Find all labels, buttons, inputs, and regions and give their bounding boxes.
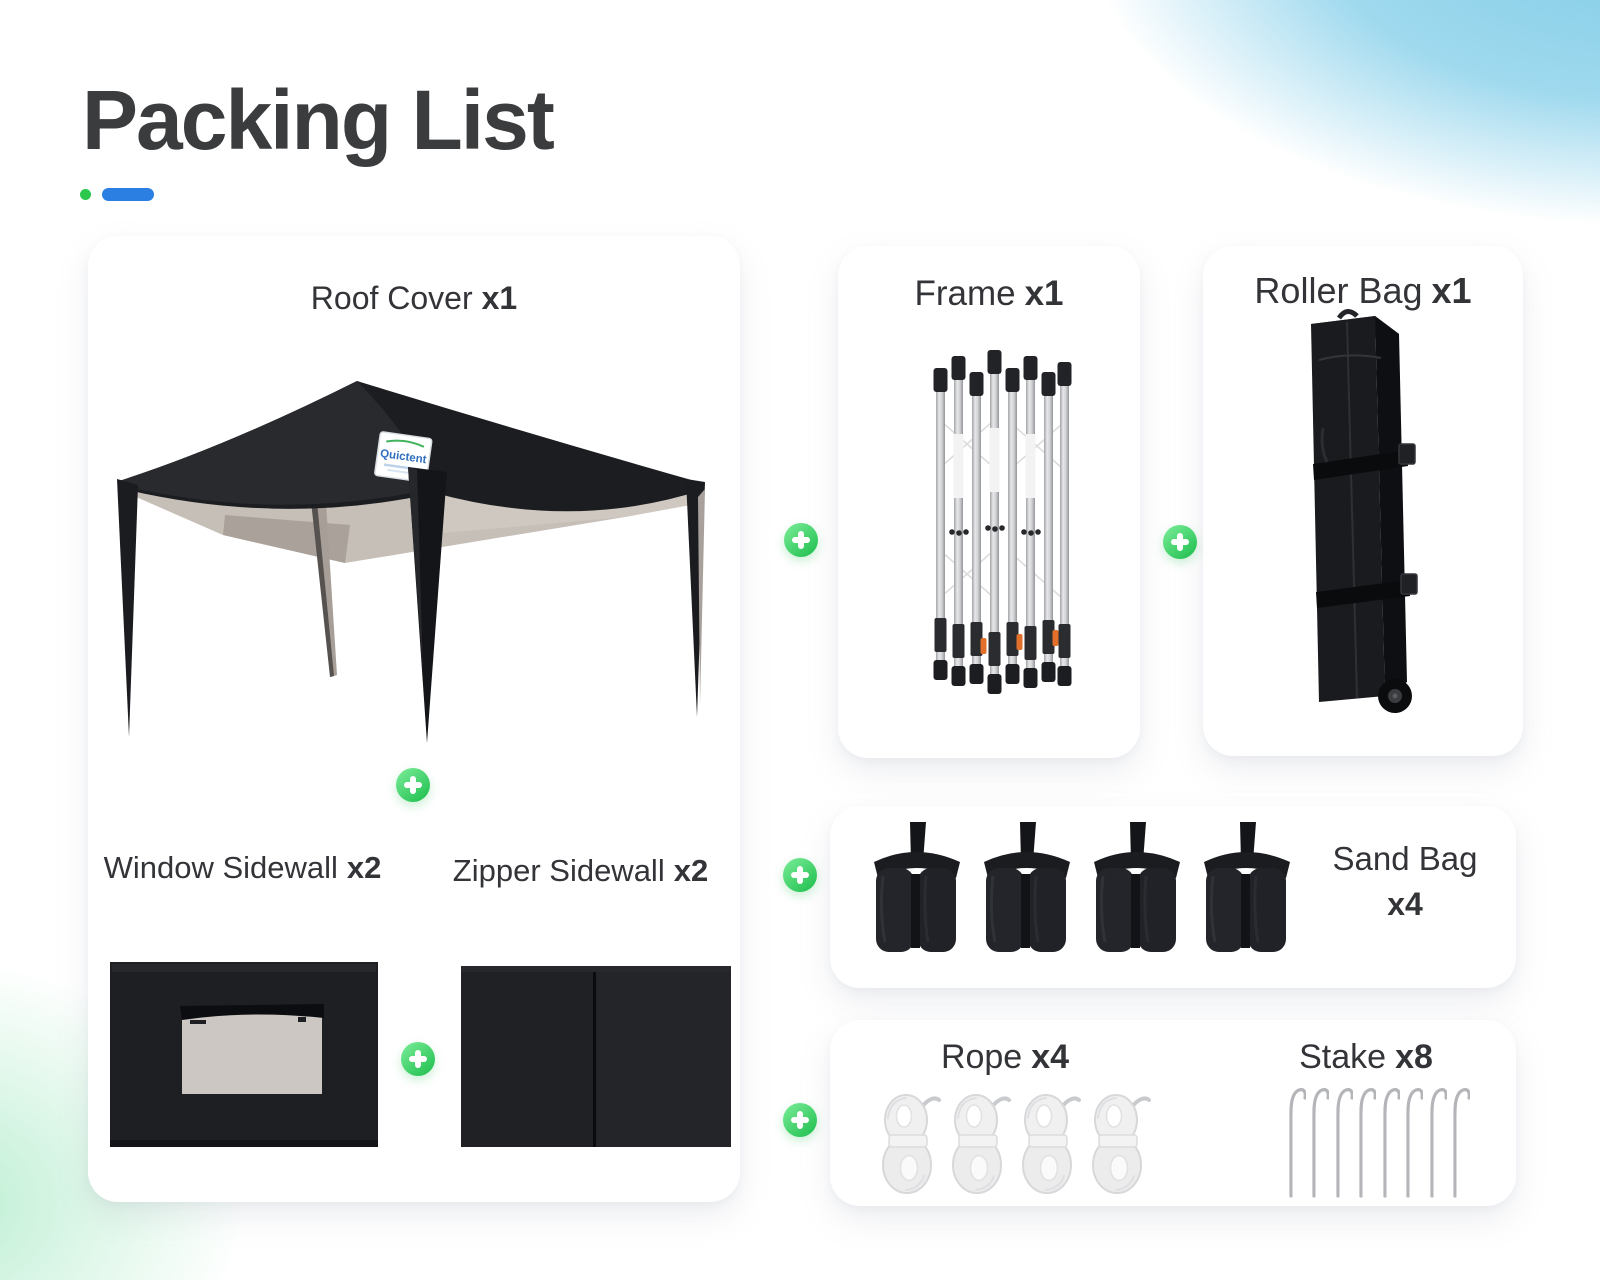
canopy-brand-label: Quictent xyxy=(374,431,433,483)
frame-hinges xyxy=(949,525,1041,536)
roof-cover-canopy-image: Quictent xyxy=(117,381,705,743)
frame-name: Frame xyxy=(914,274,1016,313)
window-sidewall-count: x2 xyxy=(346,850,382,885)
sand-bag-label: Sand Bag x4 xyxy=(1300,840,1510,923)
plus-icon xyxy=(396,768,430,802)
title-accent-dash xyxy=(102,188,154,201)
frame-poles xyxy=(936,370,1069,690)
page-title: Packing List xyxy=(82,73,555,167)
bag-strap-upper xyxy=(1313,450,1408,480)
stake-image xyxy=(1312,1088,1329,1198)
stake-image xyxy=(1289,1088,1306,1198)
plus-icon xyxy=(784,523,818,557)
sand-bag-count: x4 xyxy=(1387,886,1423,922)
stake-count: x8 xyxy=(1395,1038,1433,1076)
plus-icon xyxy=(1163,525,1197,559)
roller-bag-count: x1 xyxy=(1431,270,1472,311)
bag-buckle-upper xyxy=(1398,443,1416,465)
frame-cross-braces xyxy=(941,421,1063,599)
canopy-front-left-leg xyxy=(117,479,138,737)
frame-feet xyxy=(933,618,1072,694)
stake-image xyxy=(1430,1088,1447,1198)
frame-card xyxy=(838,246,1140,758)
stake-image xyxy=(1359,1088,1376,1198)
sand-bag-name: Sand Bag xyxy=(1332,840,1478,877)
rope-stake-card xyxy=(830,1020,1516,1206)
window-sidewall-name: Window Sidewall xyxy=(103,850,338,885)
sand-bag-image xyxy=(984,822,1070,952)
plus-icon xyxy=(783,858,817,892)
sidewall-zipper-seam xyxy=(593,966,596,1147)
plus-icon xyxy=(401,1042,435,1076)
frame-white-sleeves xyxy=(953,428,1036,498)
zipper-sidewall-name: Zipper Sidewall xyxy=(452,853,665,888)
sidewall-window-roll xyxy=(180,1004,324,1020)
sand-bag-image xyxy=(1204,822,1290,952)
stake-image xyxy=(1383,1088,1400,1198)
rope-name: Rope xyxy=(940,1038,1023,1076)
roller-bag-image xyxy=(1311,309,1418,713)
frame-count: x1 xyxy=(1024,274,1064,313)
frame-top-caps xyxy=(933,350,1072,396)
stake-image xyxy=(1406,1088,1423,1198)
rope-image xyxy=(1022,1094,1081,1194)
zipper-sidewall-count: x2 xyxy=(673,853,709,888)
bag-side xyxy=(1375,316,1407,696)
roof-cover-name: Roof Cover xyxy=(310,280,473,316)
bag-handle xyxy=(1336,309,1359,320)
rope-image xyxy=(952,1094,1011,1194)
bag-buckle-lower xyxy=(1400,573,1418,595)
rope-image xyxy=(1092,1094,1151,1194)
stake-name: Stake xyxy=(1299,1038,1387,1076)
zipper-sidewall-image xyxy=(461,966,731,1147)
stake-image xyxy=(1336,1088,1353,1198)
window-sidewall-image xyxy=(110,962,378,1147)
rope-image xyxy=(882,1094,941,1194)
roof-cover-count: x1 xyxy=(481,280,518,316)
sand-bag-image xyxy=(874,822,960,952)
plus-icon xyxy=(783,1103,817,1137)
roller-bag-name: Roller Bag xyxy=(1254,270,1423,311)
sand-bag-image xyxy=(1094,822,1180,952)
stake-image xyxy=(1453,1088,1470,1198)
rope-count: x4 xyxy=(1031,1038,1070,1076)
title-accent-dot xyxy=(80,189,91,200)
frame-image xyxy=(933,350,1072,694)
bag-strap-lower xyxy=(1316,580,1410,608)
